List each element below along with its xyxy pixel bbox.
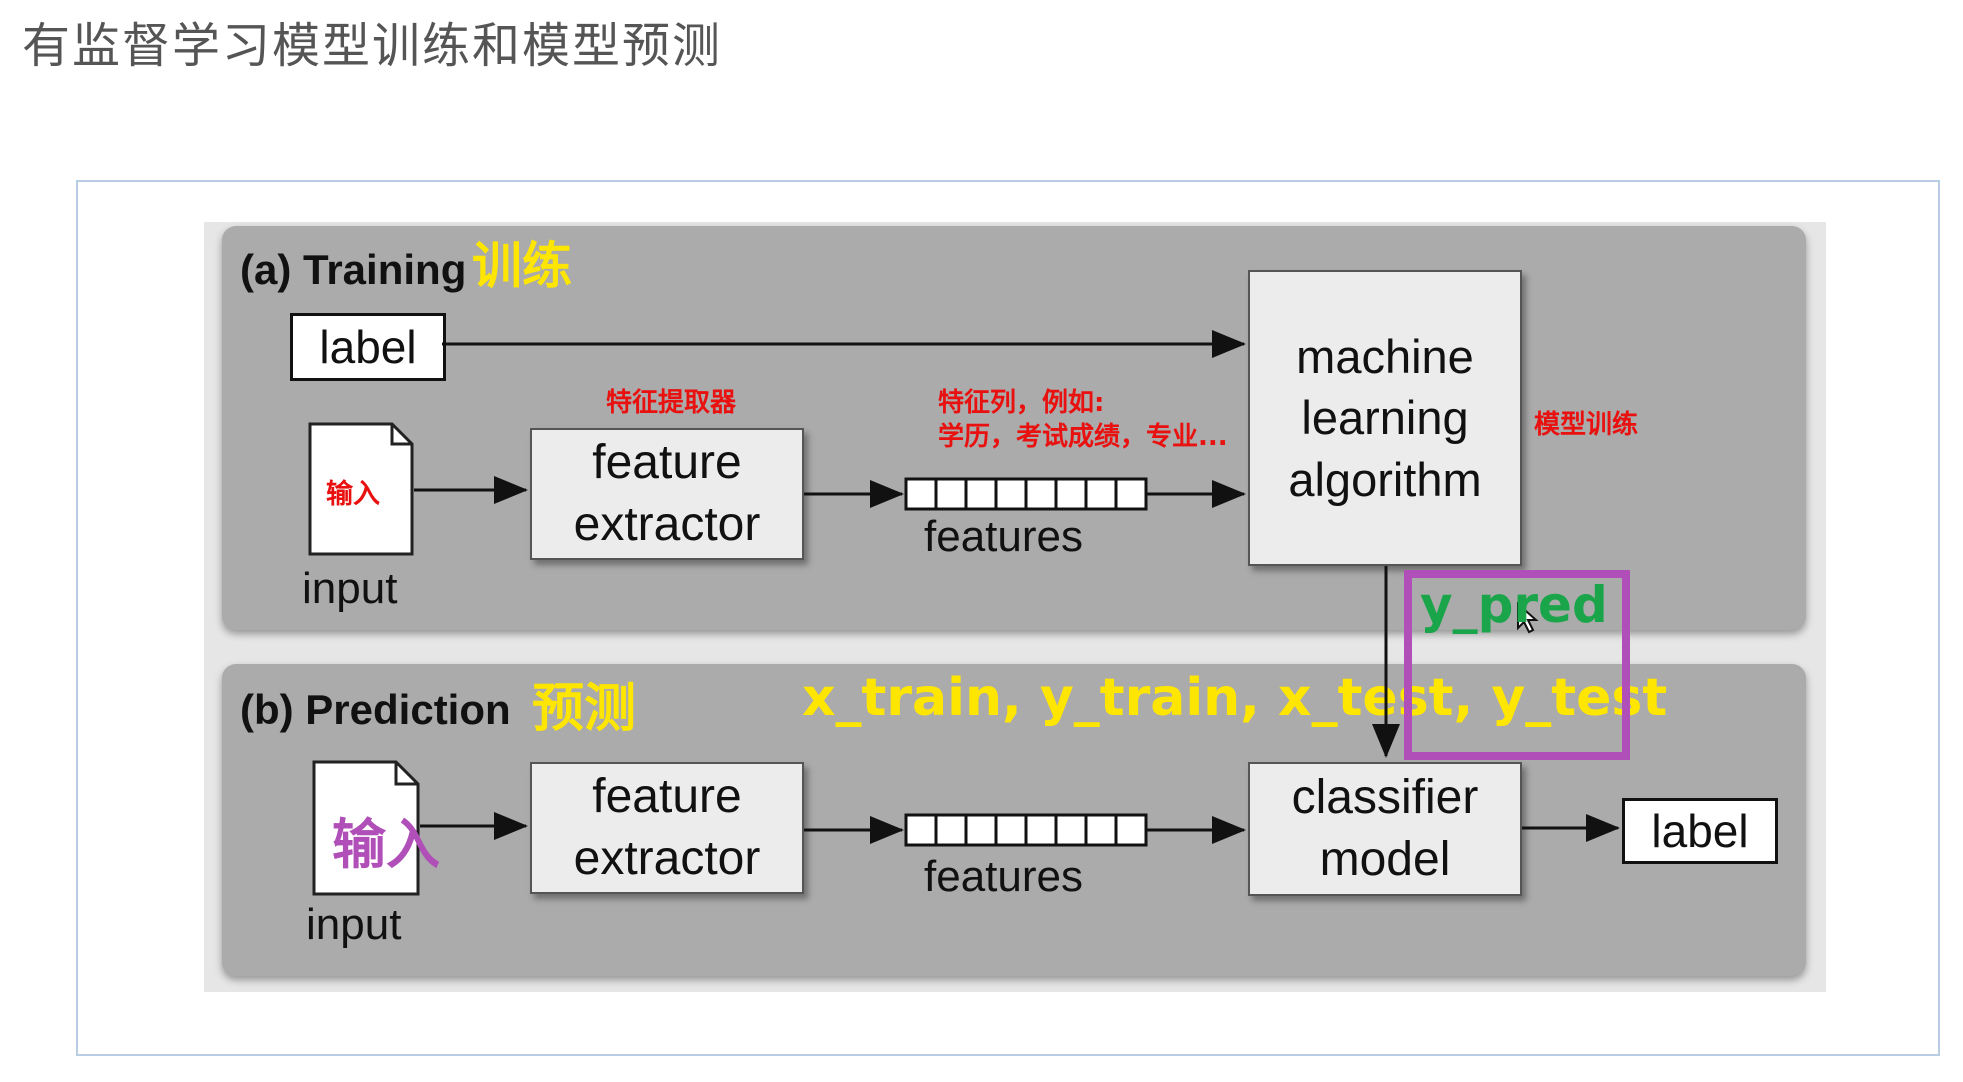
y-pred-label: y_pred [1420,576,1608,634]
algorithm-note: 模型训练 [1534,410,1639,440]
mouse-cursor-icon [1517,601,1539,634]
training-input-doc-text: 输入 [326,479,380,510]
features-note-line2: 学历，考试成绩，专业... [938,422,1228,452]
page-title: 有监督学习模型训练和模型预测 [22,18,723,74]
classifier-model-box: classifier model [1248,762,1522,896]
training-input-caption: input [302,564,398,613]
prediction-label-box: label [1622,798,1778,864]
extractor-note: 特征提取器 [606,388,737,418]
prediction-title: (b) Prediction [240,686,511,733]
variables-annotation: x_train, y_train, x_test, y_test [802,668,1668,728]
training-feature-vector [904,477,1148,511]
prediction-input-caption: input [306,900,402,949]
y-pred-highlight-box [1404,570,1630,760]
training-label-box: label [290,313,446,381]
prediction-annotation: 预测 [532,679,637,739]
training-annotation: 训练 [472,237,572,295]
features-note-line1: 特征列，例如: [938,388,1105,418]
ml-algorithm-box: machine learning algorithm [1248,270,1522,566]
training-title: (a) Training [240,246,467,293]
prediction-feature-extractor: feature extractor [530,762,804,894]
prediction-features-caption: features [924,852,1083,901]
prediction-input-doc-text: 输入 [332,813,440,876]
prediction-feature-vector [904,813,1148,847]
training-feature-extractor: feature extractor [530,428,804,560]
prediction-document-icon [312,760,420,896]
training-features-caption: features [924,512,1083,561]
training-document-icon [308,422,414,556]
training-panel [222,226,1806,630]
